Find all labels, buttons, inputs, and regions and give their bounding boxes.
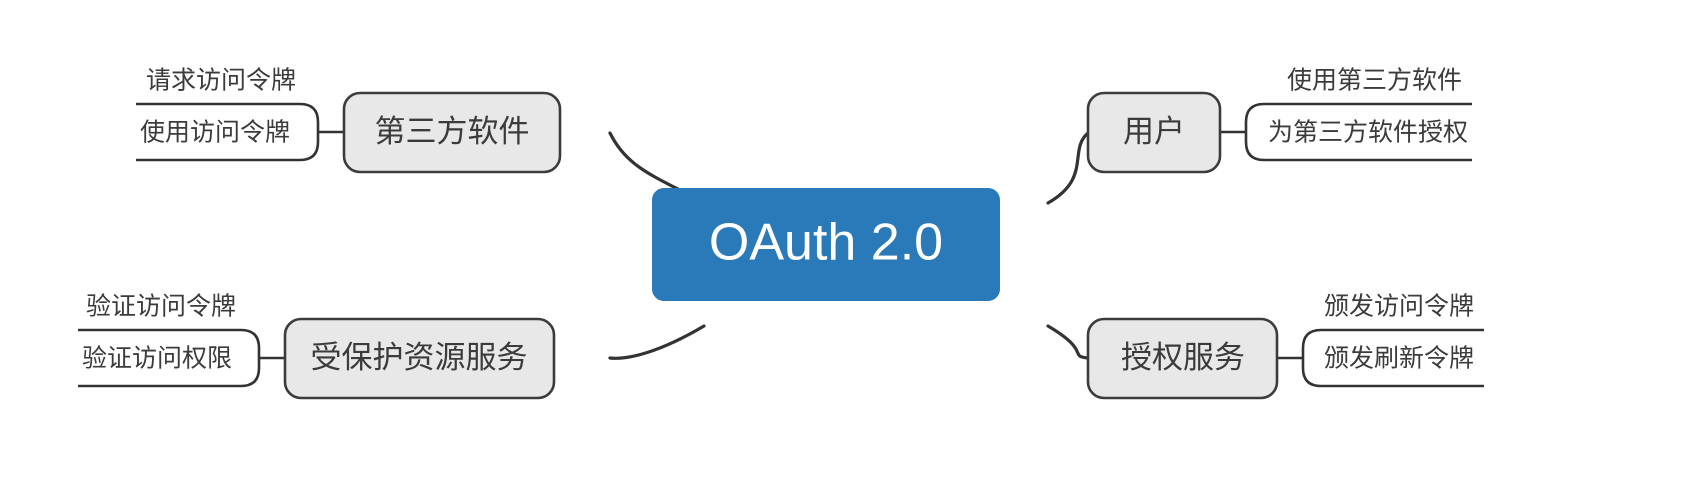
branch-label-user: 用户: [1123, 114, 1185, 149]
branch-label-protected-resource-service: 受保护资源服务: [311, 340, 528, 375]
leaf-bracket-group-protected-resource-service: [78, 328, 261, 388]
leaf-bracket-third-party-software: [136, 102, 320, 162]
branch-node-authorization-service[interactable]: 授权服务: [1086, 317, 1279, 400]
edge-root-to-authorization-service: [1046, 324, 1090, 360]
branch-label-authorization-service: 授权服务: [1121, 340, 1245, 375]
edge-group-branch-to-leaves: [259, 130, 1303, 360]
leaf-bracket-protected-resource-service: [78, 328, 261, 388]
root-node-box[interactable]: [652, 188, 1000, 301]
leaf-label-verify-access-token: 验证访问令牌: [86, 293, 236, 321]
leaf-bracket-group-third-party-software: [136, 102, 320, 162]
leaf-label-request-access-token: 请求访问令牌: [146, 67, 296, 95]
leaf-label-authorize-third-party-software: 为第三方软件授权: [1268, 119, 1468, 147]
leaf-bracket-authorization-service: [1301, 328, 1484, 388]
leaf-label-issue-access-token: 颁发访问令牌: [1324, 293, 1474, 321]
leaf-bracket-group-user: [1244, 102, 1472, 162]
leaf-bracket-group-authorization-service: [1301, 328, 1484, 388]
branch-node-authorization-service-box[interactable]: [1086, 317, 1279, 400]
branch-node-third-party-software-box[interactable]: [342, 91, 562, 174]
branch-node-user-box[interactable]: [1086, 91, 1222, 174]
root-label: OAuth 2.0: [709, 214, 943, 272]
branch-node-protected-resource-service[interactable]: 受保护资源服务: [283, 317, 556, 400]
branch-node-third-party-software[interactable]: 第三方软件: [342, 91, 562, 174]
edge-root-to-protected-resource-service: [608, 324, 706, 360]
branch-label-third-party-software: 第三方软件: [375, 114, 530, 149]
branch-node-user[interactable]: 用户: [1086, 91, 1222, 174]
branch-node-protected-resource-service-box[interactable]: [283, 317, 556, 400]
edge-root-to-user: [1046, 131, 1090, 205]
root-node[interactable]: OAuth 2.0: [652, 188, 1000, 301]
leaf-label-verify-access-permission: 验证访问权限: [82, 345, 232, 373]
leaf-label-issue-refresh-token: 颁发刷新令牌: [1324, 345, 1474, 373]
leaf-label-use-access-token: 使用访问令牌: [140, 119, 290, 147]
leaf-label-use-third-party-software: 使用第三方软件: [1287, 67, 1462, 95]
leaf-bracket-user: [1244, 102, 1472, 162]
